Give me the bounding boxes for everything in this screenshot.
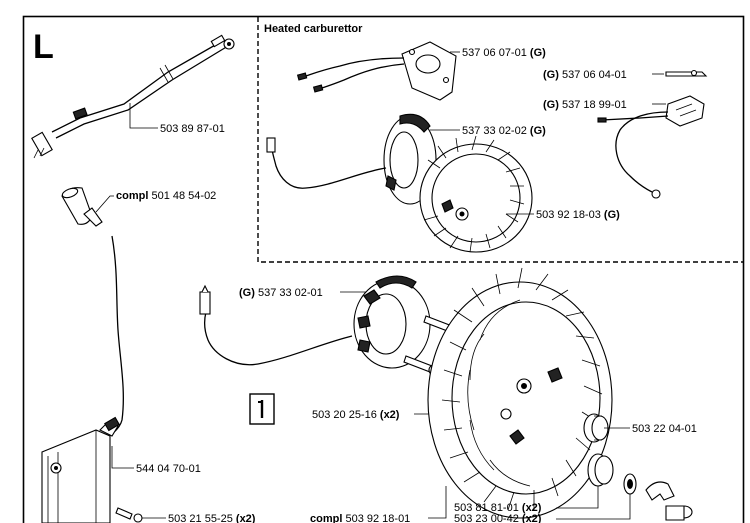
inset-border: [257, 17, 744, 263]
label-spring-qty: (x2): [522, 513, 542, 523]
spark-plug-cap-part: [61, 187, 103, 227]
ignition-module-part: [41, 416, 120, 523]
svg-text:503 21 55-25 (x2): 503 21 55-25 (x2): [168, 513, 256, 523]
inset-coil-part: [266, 113, 437, 205]
svg-text:537 33 02-02 (G): 537 33 02-02 (G): [462, 125, 546, 137]
label-screw2-num: 503 21 55-25: [168, 513, 233, 523]
label-screw-num: 503 20 25-16: [312, 409, 377, 421]
ht-lead: [111, 235, 124, 435]
label-screw2-qty: (x2): [236, 513, 256, 523]
label-cap-prefix: compl: [116, 190, 148, 202]
label-inset-gasket-num: 537 06 07-01: [462, 47, 527, 59]
label-inset-coil-num: 537 33 02-02: [462, 125, 527, 137]
inset-flywheel-part: [419, 135, 533, 253]
label-spring-num: 503 23 00-42: [454, 513, 519, 523]
leader-pawl: [556, 486, 599, 509]
label-inset-bracket-g: (G): [543, 69, 559, 81]
label-module: 544 04 70-01: [136, 463, 201, 475]
label-pawl-qty: (x2): [522, 502, 542, 514]
svg-text:compl 501 48 54-02: compl 501 48 54-02: [116, 190, 216, 202]
label-flywheel-prefix: compl: [310, 513, 342, 523]
flywheel-small-parts: [587, 453, 693, 521]
label-coil-g: (G): [239, 287, 255, 299]
label-inset-flywheel-num: 503 92 18-03: [536, 209, 601, 221]
label-flywheel-num: 503 92 18-01: [345, 513, 410, 523]
label-inset-coil-g: (G): [530, 125, 546, 137]
heater-gasket-part: [296, 41, 457, 101]
label-pawl-num: 503 81 81-01: [454, 502, 519, 514]
svg-text:compl 503 92 18-01: compl 503 92 18-01: [310, 513, 410, 523]
leader-cable-a: [129, 103, 158, 129]
svg-text:503 81 81-01 (x2): 503 81 81-01 (x2): [454, 502, 542, 514]
svg-text:(G) 537 06 04-01: (G) 537 06 04-01: [543, 69, 627, 81]
svg-text:537 06 07-01 (G): 537 06 07-01 (G): [462, 47, 546, 59]
inset-title: Heated carburettor: [264, 23, 363, 35]
label-nut: 503 22 04-01: [632, 423, 697, 435]
label-inset-bracket-num: 537 06 04-01: [562, 69, 627, 81]
svg-text:503 92 18-03 (G): 503 92 18-03 (G): [536, 209, 620, 221]
inset-sensor-part: [597, 95, 705, 199]
leader-module: [111, 446, 134, 469]
leader-cap: [95, 195, 114, 213]
label-inset-gasket-g: (G): [530, 47, 546, 59]
diagram-frame: [22, 15, 745, 523]
ignition-cable-part: [31, 34, 235, 159]
label-inset-sensor-num: 537 18 99-01: [562, 99, 627, 111]
label-inset-sensor-g: (G): [543, 99, 559, 111]
svg-text:503 23 00-42 (x2): 503 23 00-42 (x2): [454, 513, 542, 523]
tool-symbol-icon: [249, 393, 275, 425]
label-screw-qty: (x2): [380, 409, 400, 421]
label-cap-num: 501 48 54-02: [151, 190, 216, 202]
svg-text:503 20 25-16 (x2): 503 20 25-16 (x2): [312, 409, 400, 421]
section-letter: L: [33, 28, 54, 66]
inset-bracket-part: [665, 69, 708, 77]
module-screw-part: [115, 507, 143, 523]
label-inset-flywheel-g: (G): [604, 209, 620, 221]
label-coil-num: 537 33 02-01: [258, 287, 323, 299]
svg-text:(G) 537 18 99-01: (G) 537 18 99-01: [543, 99, 627, 111]
svg-text:(G) 537 33 02-01: (G) 537 33 02-01: [239, 287, 323, 299]
leader-flywheel: [428, 486, 447, 519]
label-cable-a: 503 89 87-01: [160, 123, 225, 135]
leader-spring: [556, 494, 631, 520]
flywheel-part: [427, 267, 613, 519]
